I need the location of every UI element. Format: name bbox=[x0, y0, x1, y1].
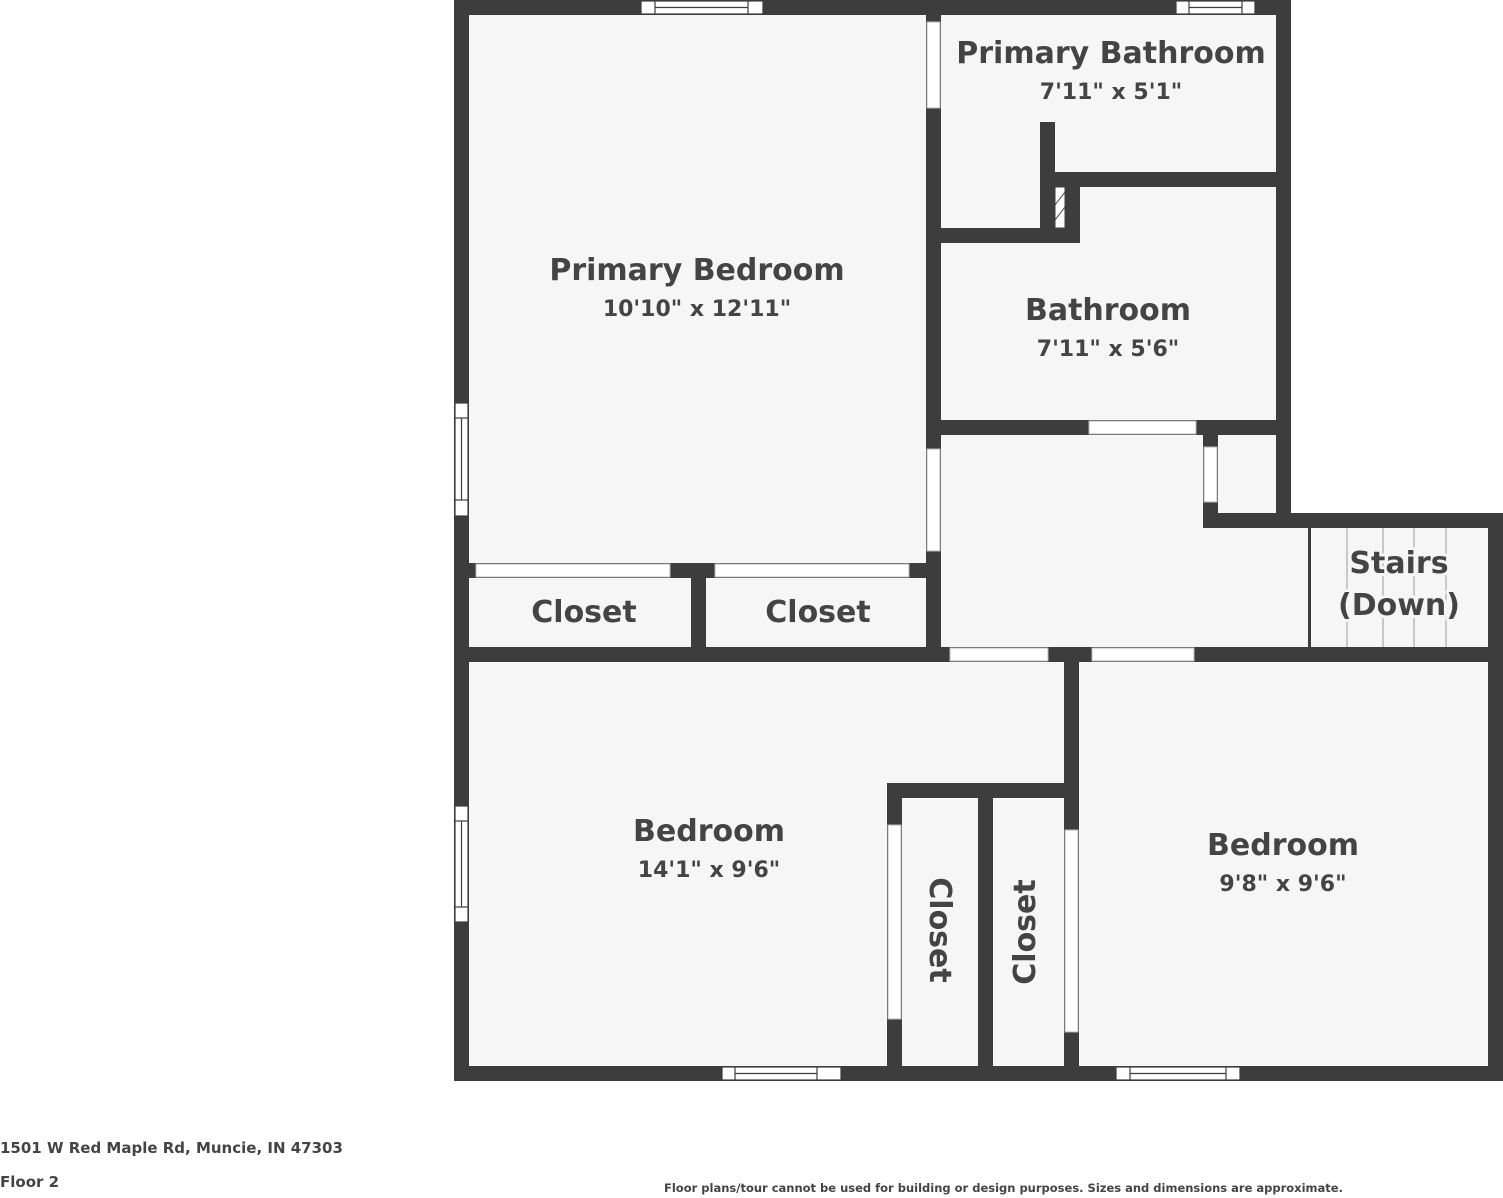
room-dimensions: 14'1" x 9'6" bbox=[638, 858, 780, 883]
room-label-closet-2: Closet bbox=[765, 595, 870, 630]
room-dimensions: 7'11" x 5'6" bbox=[1037, 337, 1179, 362]
floor-fills bbox=[455, 0, 1503, 1080]
door-closet-3 bbox=[887, 824, 902, 1020]
door-bedroom-west bbox=[949, 647, 1049, 662]
door-closet-2 bbox=[714, 563, 910, 578]
property-address: 1501 W Red Maple Rd, Muncie, IN 47303 bbox=[0, 1139, 343, 1157]
room-label-bathroom: Bathroom 7'11" x 5'6" bbox=[1025, 293, 1191, 362]
room-label-closet-4: Closet bbox=[1008, 879, 1043, 984]
window-west-bedroom bbox=[454, 805, 469, 923]
room-name: Closet bbox=[531, 595, 636, 630]
floor-label: Floor 2 bbox=[0, 1173, 60, 1191]
room-name: Stairs bbox=[1349, 546, 1448, 581]
window-bottom-bedroom-west bbox=[721, 1066, 842, 1081]
stairs-treads bbox=[1308, 528, 1447, 648]
room-name: Closet bbox=[765, 595, 870, 630]
door-closet-4 bbox=[1064, 829, 1079, 1033]
room-label-closet-3: Closet bbox=[922, 877, 957, 982]
room-label-closet-1: Closet bbox=[531, 595, 636, 630]
shaft-hatch bbox=[1054, 186, 1066, 229]
door-linen-closet bbox=[1203, 446, 1218, 503]
room-name: Primary Bedroom bbox=[549, 253, 844, 288]
door-bathroom bbox=[1088, 420, 1197, 435]
door-bedroom-east bbox=[1091, 647, 1195, 662]
room-label-primary-bathroom: Primary Bathroom 7'11" x 5'1" bbox=[953, 33, 1268, 108]
window-west-primary-bedroom bbox=[454, 402, 469, 517]
door-openings bbox=[475, 21, 1218, 1033]
room-name: Primary Bathroom bbox=[956, 36, 1265, 71]
room-dimensions: 7'11" x 5'1" bbox=[1040, 80, 1182, 105]
windows bbox=[454, 0, 1256, 1081]
room-label-primary-bedroom: Primary Bedroom 10'10" x 12'11" bbox=[549, 253, 844, 322]
door-primary-bedroom bbox=[926, 448, 941, 552]
room-name: Closet bbox=[922, 877, 957, 982]
room-label-bedroom-west: Bedroom 14'1" x 9'6" bbox=[633, 814, 785, 883]
room-label-stairs: Stairs (Down) bbox=[1335, 543, 1463, 626]
room-name: Bedroom bbox=[633, 814, 785, 849]
room-name: Bedroom bbox=[1207, 828, 1359, 863]
room-name: Closet bbox=[1008, 879, 1043, 984]
room-name-sub: (Down) bbox=[1338, 588, 1460, 623]
disclaimer-text: Floor plans/tour cannot be used for buil… bbox=[664, 1181, 1343, 1195]
door-primary-bath bbox=[926, 21, 941, 109]
window-top-primary-bedroom bbox=[640, 0, 764, 15]
window-bottom-bedroom-east bbox=[1115, 1066, 1241, 1081]
room-label-bedroom-east: Bedroom 9'8" x 9'6" bbox=[1207, 828, 1359, 897]
window-top-primary-bath bbox=[1175, 0, 1256, 15]
room-dimensions: 10'10" x 12'11" bbox=[603, 297, 791, 322]
room-dimensions: 9'8" x 9'6" bbox=[1219, 872, 1346, 897]
room-name: Bathroom bbox=[1025, 293, 1191, 328]
door-closet-1 bbox=[475, 563, 671, 578]
